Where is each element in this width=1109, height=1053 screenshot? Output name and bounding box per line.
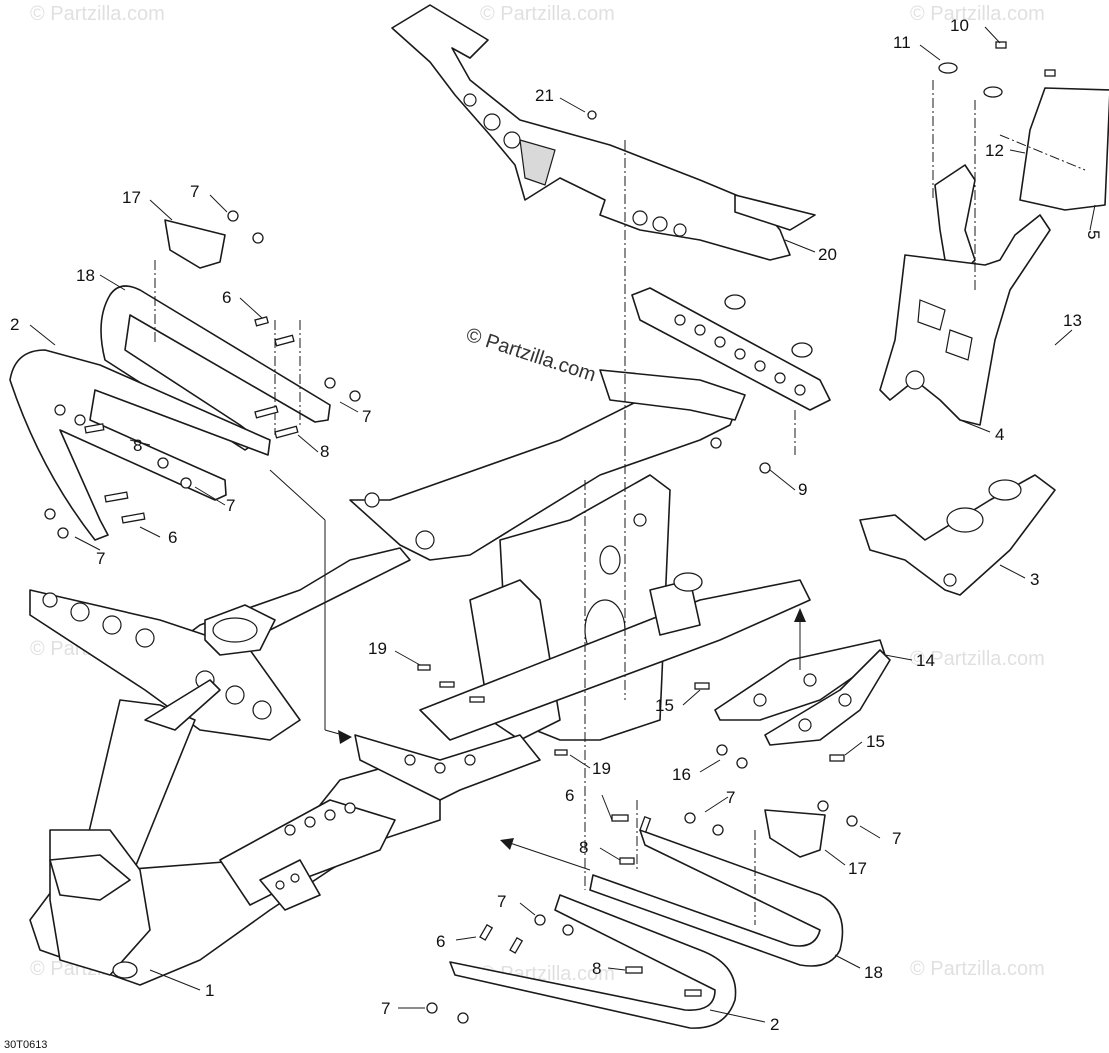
- callout-13: 13: [1063, 311, 1082, 330]
- callout-7: 7: [497, 892, 506, 911]
- callout-3: 3: [1030, 570, 1039, 589]
- washer-icon: [983, 86, 1003, 98]
- callout-7: 7: [226, 496, 235, 515]
- callout-18: 18: [76, 266, 95, 285]
- callout-12: 12: [985, 141, 1004, 160]
- washer-icon: [938, 62, 958, 74]
- callout-6: 6: [222, 288, 231, 307]
- callout-7: 7: [190, 182, 199, 201]
- callout-19: 19: [592, 759, 611, 778]
- callout-8: 8: [592, 959, 601, 978]
- callout-7: 7: [362, 407, 371, 426]
- steering-mount-bar: [631, 287, 831, 455]
- callout-18: 18: [864, 963, 883, 982]
- callout-7: 7: [892, 829, 901, 848]
- bolt-icon: [1044, 69, 1056, 77]
- main-frame: [29, 369, 811, 986]
- drawing-code: 30T0613: [4, 1039, 47, 1051]
- watermark: © Partzilla.com: [910, 958, 1045, 980]
- callout-4: 4: [995, 425, 1004, 444]
- watermark: © Partzilla.com: [30, 3, 165, 25]
- callout-20: 20: [818, 245, 837, 264]
- hardware: [44, 110, 858, 1024]
- assembly-arrows: [269, 140, 806, 871]
- callout-5: 5: [1084, 230, 1103, 239]
- callout-16: 16: [672, 765, 691, 784]
- callout-leaders: [29, 26, 1096, 1023]
- callout-17: 17: [848, 859, 867, 878]
- callout-6: 6: [565, 786, 574, 805]
- lower-loop-assembly: [449, 480, 844, 1029]
- steering-column-support: [879, 41, 1109, 426]
- watermark: © Partzilla.com: [910, 648, 1045, 670]
- callout-labels: 1 2 2 3 4 5 6 6 6 6 7 7 7 7 7 7 7 7 8 8 …: [10, 16, 1103, 1034]
- watermark: © Partzilla.com: [910, 3, 1045, 25]
- callout-15: 15: [866, 732, 885, 751]
- callout-2: 2: [770, 1015, 779, 1034]
- callout-19: 19: [368, 639, 387, 658]
- callout-6: 6: [168, 528, 177, 547]
- callout-21: 21: [535, 86, 554, 105]
- left-loop-assembly: [9, 219, 331, 541]
- callout-11: 11: [893, 33, 911, 52]
- callout-2: 2: [10, 315, 19, 334]
- bolt-icon: [84, 316, 845, 997]
- upper-steering-bracket: [391, 4, 816, 261]
- callout-7: 7: [381, 999, 390, 1018]
- callout-15: 15: [655, 696, 674, 715]
- callout-9: 9: [798, 480, 807, 499]
- bolt-icon: [995, 41, 1007, 49]
- callout-14: 14: [916, 651, 935, 670]
- rear-bracket-3: [859, 474, 1056, 596]
- callout-8: 8: [320, 442, 329, 461]
- callout-17: 17: [122, 188, 141, 207]
- callout-1: 1: [205, 981, 214, 1000]
- brackets-14: [714, 639, 891, 746]
- copyright-text: © Partzilla.com: [463, 324, 598, 387]
- plate-5: [1019, 87, 1109, 211]
- callout-8: 8: [133, 436, 142, 455]
- callout-8: 8: [579, 838, 588, 857]
- callout-7: 7: [726, 788, 735, 807]
- nut-icon: [44, 110, 858, 1024]
- watermark: © Partzilla.com: [480, 3, 615, 25]
- callout-7: 7: [96, 549, 105, 568]
- callout-6: 6: [436, 932, 445, 951]
- callout-10: 10: [950, 16, 969, 35]
